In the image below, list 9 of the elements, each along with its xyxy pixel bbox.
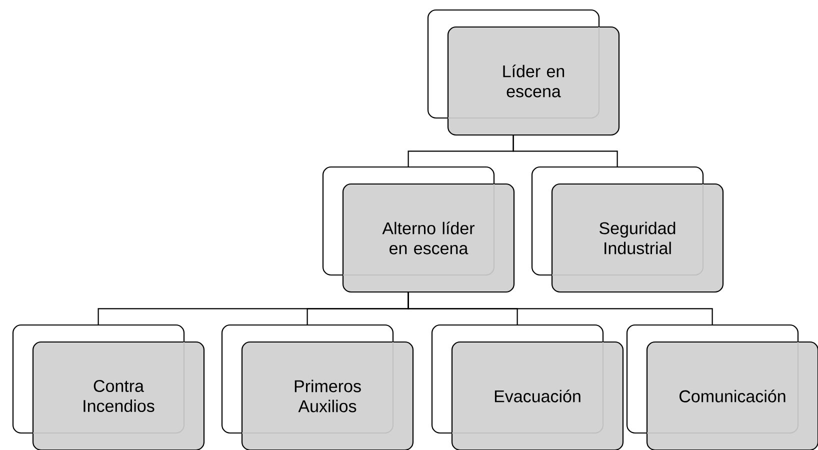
- org-box: Primeros Auxilios: [221, 324, 414, 450]
- org-box: Comunicación: [626, 324, 818, 450]
- org-box: Alterno líder en escena: [322, 166, 515, 293]
- connector-line: [512, 135, 618, 167]
- connector-line: [408, 292, 713, 325]
- org-box: Contra Incendios: [12, 324, 205, 450]
- org-box: Líder en escena: [427, 9, 620, 136]
- org-box: Evacuación: [431, 324, 624, 450]
- org-box: Seguridad Industrial: [531, 166, 724, 293]
